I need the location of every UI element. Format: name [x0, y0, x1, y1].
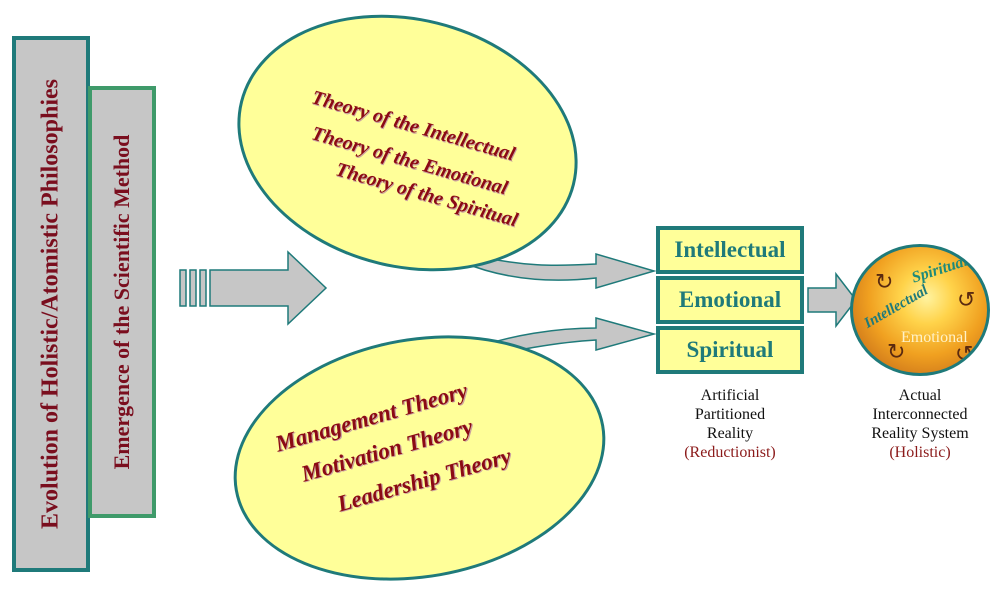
philosophies-panel: Evolution of Holistic/Atomistic Philosop… — [12, 36, 90, 572]
globe-intellectual-label: Intellectual — [861, 282, 931, 332]
caption-line: Interconnected — [872, 406, 968, 423]
caption-line: Actual — [898, 387, 942, 404]
boxes-to-globe-arrow — [807, 271, 857, 329]
intellectual-box: Intellectual — [656, 226, 804, 274]
holistic-globe: ↻ ↺ ↻ ↺ Spiritual Intellectual Emotional — [850, 244, 990, 376]
swirl-arrow-icon: ↺ — [955, 341, 974, 366]
caption-line: Artificial — [700, 387, 760, 404]
caption-line: Reality — [706, 425, 754, 442]
scientific-method-panel: Emergence of the Scientific Method — [88, 86, 156, 518]
top-curved-arrow — [461, 251, 657, 290]
spiritual-box: Spiritual — [656, 326, 804, 374]
globe-emotional-label: Emotional — [901, 329, 968, 346]
main-block-arrow — [179, 250, 328, 326]
caption-line: Partitioned — [694, 406, 766, 423]
globe-spiritual-label: Spiritual — [909, 252, 970, 287]
swirl-arrow-icon: ↺ — [957, 287, 976, 312]
reductionist-caption: Artificial Partitioned Reality (Reductio… — [650, 386, 810, 462]
holistic-label: (Holistic) — [889, 444, 951, 461]
connector-arrows — [179, 250, 857, 363]
emotional-box: Emotional — [656, 276, 804, 324]
holistic-caption: Actual Interconnected Reality System (Ho… — [850, 386, 990, 462]
caption-line: Reality System — [871, 425, 969, 442]
swirl-arrow-icon: ↻ — [875, 269, 894, 294]
reductionist-label: (Reductionist) — [684, 444, 776, 461]
swirl-arrow-icon: ↻ — [887, 339, 906, 364]
